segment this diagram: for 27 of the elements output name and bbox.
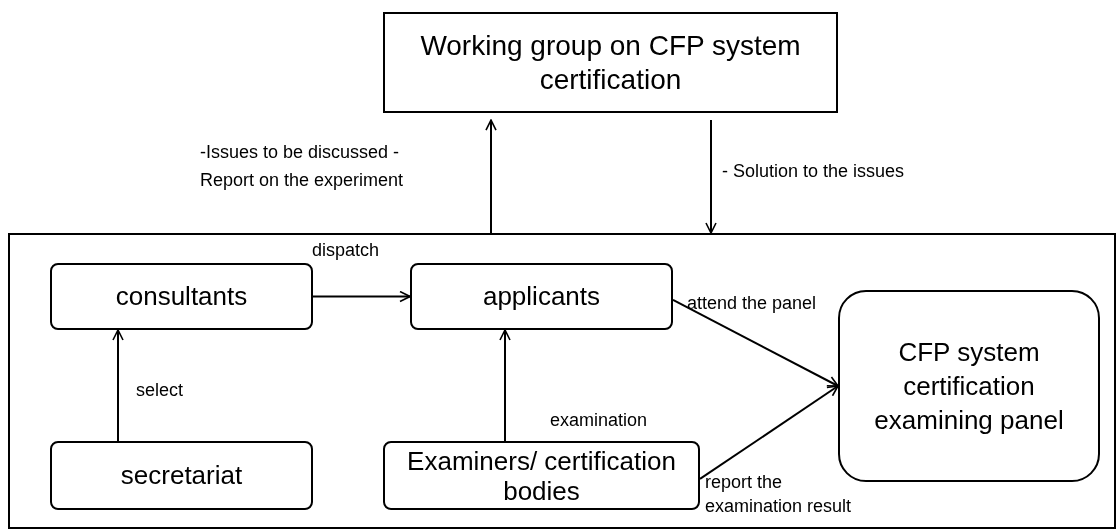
arrow xyxy=(705,119,717,234)
node-label: CFP system certification examining panel xyxy=(873,336,1065,437)
rounded-box xyxy=(50,263,313,330)
rounded-box xyxy=(383,441,700,510)
node-label: Examiners/ certification bodies xyxy=(406,445,677,506)
arrow xyxy=(112,329,124,442)
edge-label: select xyxy=(136,379,184,402)
edge-label: -Issues to be discussed -Report on the experiment xyxy=(200,141,405,192)
node-label: applicants xyxy=(482,280,601,313)
edge-label: dispatch xyxy=(312,239,380,262)
arrow xyxy=(485,119,497,234)
container-box xyxy=(8,233,1116,529)
arrow xyxy=(499,329,511,442)
arrow xyxy=(312,290,411,303)
edge-label: report the examination result xyxy=(705,471,853,518)
arrow xyxy=(672,298,839,387)
node-label: consultants xyxy=(115,280,248,313)
rounded-box xyxy=(383,12,838,113)
rounded-box xyxy=(50,441,313,510)
node-label: Working group on CFP system certification xyxy=(419,28,802,97)
arrow xyxy=(699,385,839,480)
rounded-box xyxy=(410,263,673,330)
rounded-box xyxy=(838,290,1100,482)
edge-label: - Solution to the issues xyxy=(722,160,905,183)
node-label: secretariat xyxy=(120,459,243,492)
edge-label: examination xyxy=(550,409,648,432)
edge-label: attend the panel xyxy=(687,292,817,315)
